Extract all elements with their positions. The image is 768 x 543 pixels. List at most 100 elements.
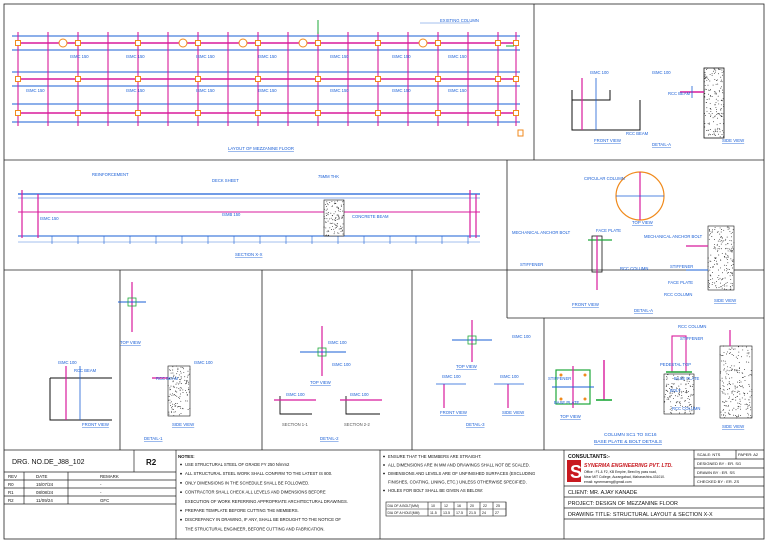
concrete-hatch-dot (181, 383, 182, 385)
concrete-hatch-dot (705, 88, 707, 90)
concrete-hatch-dot (678, 391, 680, 393)
concrete-hatch-dot (676, 401, 678, 403)
concrete-hatch-dot (676, 387, 678, 389)
note-line: ENSURE THAT THE MEMBERS ARE STRAIGHT. (388, 454, 481, 459)
note-bullet (383, 464, 385, 466)
concrete-hatch-dot (188, 387, 189, 389)
concrete-hatch-dot (684, 410, 686, 412)
concrete-hatch-dot (182, 392, 184, 393)
concrete-hatch-dot (716, 231, 718, 233)
concrete-hatch-dot (175, 411, 177, 413)
project: PROJECT: DESIGN OF MEZZANINE FLOOR (568, 501, 678, 507)
concrete-hatch-dot (168, 411, 170, 413)
concrete-hatch-dot (723, 364, 725, 366)
concrete-hatch-dot (712, 229, 713, 231)
concrete-hatch-dot (721, 112, 723, 114)
ismc-d3b: ISMC 100 (442, 374, 461, 379)
note-line: FINISHES, COATING, LINING, ETC.) UNLESS … (388, 480, 527, 485)
concrete-hatch-dot (334, 223, 336, 225)
concrete-hatch-dot (737, 357, 738, 359)
concrete-hatch-dot (739, 385, 741, 386)
concrete-hatch-dot (683, 380, 685, 381)
concrete-hatch-dot (742, 376, 744, 378)
drawing-title: DRAWING TITLE: STRUCTURAL LAYOUT & SECTI… (568, 512, 713, 518)
concrete-hatch-dot (723, 229, 725, 231)
concrete-hatch-dot (173, 411, 175, 413)
concrete-hatch-dot (740, 381, 742, 383)
concrete-hatch-dot (726, 353, 727, 355)
concrete-hatch-dot (730, 243, 732, 245)
concrete-hatch-dot (707, 262, 709, 263)
concrete-hatch-dot (187, 374, 189, 376)
concrete-hatch-dot (679, 401, 681, 403)
concrete-hatch-dot (175, 376, 177, 378)
concrete-hatch-dot (713, 132, 715, 134)
concrete-hatch-dot (343, 203, 345, 205)
note-line: DIMENSIONS AND LEVELS ARE OF UNFINISHED … (388, 471, 535, 476)
steel-column-mark (75, 76, 81, 82)
concrete-hatch-dot (728, 370, 730, 372)
concrete-hatch-dot (738, 391, 740, 392)
concrete-hatch-dot (178, 388, 180, 390)
concrete-hatch-dot (688, 378, 690, 379)
concrete-hatch-dot (325, 221, 327, 223)
concrete-hatch-dot (679, 404, 681, 406)
concrete-hatch-dot (708, 229, 710, 231)
concrete-hatch-dot (740, 386, 742, 387)
concrete-hatch-dot (711, 73, 713, 75)
firm-addr-2: Near MIT College, Aurangabad, Maharashtr… (584, 475, 665, 479)
concrete-hatch-dot (720, 236, 721, 238)
detail-3-title: DETAIL-3 (466, 422, 485, 427)
detail-3: ISMC 100 TOP VIEW ISMC 100 ISMC 100 FRON… (436, 320, 531, 427)
concrete-hatch-dot (712, 70, 714, 72)
concrete-hatch-dot (725, 400, 726, 402)
ismb-label-x: ISMB 150 (222, 212, 241, 217)
concrete-hatch-dot (733, 242, 735, 244)
concrete-hatch-dot (727, 389, 729, 391)
concrete-hatch-dot (741, 356, 743, 358)
concrete-hatch-dot (685, 406, 687, 408)
concrete-hatch-dot (329, 222, 331, 224)
concrete-hatch-dot (332, 219, 334, 221)
note-line: ALL STRUCTURAL STEEL WORK SHALL CONFIRM … (185, 471, 332, 476)
concrete-hatch-dot (722, 278, 724, 279)
concrete-hatch-dot (340, 228, 342, 230)
concrete-hatch-dot (334, 211, 336, 213)
concrete-hatch-dot (730, 272, 732, 274)
concrete-hatch-dot (333, 213, 335, 215)
concrete-hatch-dot (327, 235, 328, 237)
designed-by: DESIGNED BY : ER. SG (697, 461, 741, 466)
concrete-hatch-dot (325, 235, 326, 237)
concrete-hatch-dot (723, 417, 725, 419)
concrete-hatch-dot (742, 377, 743, 378)
concrete-hatch-dot (733, 261, 735, 263)
concrete-hatch-dot (707, 286, 709, 288)
steel-column-mark (195, 110, 201, 116)
concrete-hatch-dot (735, 356, 737, 358)
concrete-hatch-dot (750, 374, 752, 376)
concrete-hatch-dot (725, 282, 727, 284)
concrete-hatch-dot (713, 246, 715, 248)
concrete-hatch-dot (703, 121, 705, 122)
concrete-hatch-dot (669, 395, 671, 397)
concrete-hatch-dot (329, 227, 331, 229)
section-xx: REINFORCEMENT DECK SHEET 75MM THK CONCRE… (18, 172, 480, 257)
concrete-hatch-dot (740, 415, 742, 417)
concrete-hatch-dot (720, 282, 721, 284)
concrete-hatch-dot (688, 404, 690, 406)
concrete-hatch-dot (178, 374, 180, 376)
concrete-hatch-dot (664, 401, 666, 402)
concrete-hatch-dot (733, 407, 735, 409)
concrete-hatch-dot (707, 129, 709, 131)
concrete-hatch-dot (724, 239, 726, 241)
concrete-hatch-dot (709, 269, 711, 271)
concrete-hatch-dot (674, 405, 676, 406)
concrete-hatch-dot (723, 92, 725, 94)
concrete-hatch-dot (738, 370, 740, 371)
concrete-hatch-dot (730, 249, 732, 251)
concrete-hatch-dot (744, 380, 746, 382)
steel-column-mark (195, 76, 201, 82)
concrete-hatch-dot (731, 390, 733, 392)
concrete-hatch-dot (741, 385, 743, 387)
concrete-hatch-dot (709, 231, 711, 233)
